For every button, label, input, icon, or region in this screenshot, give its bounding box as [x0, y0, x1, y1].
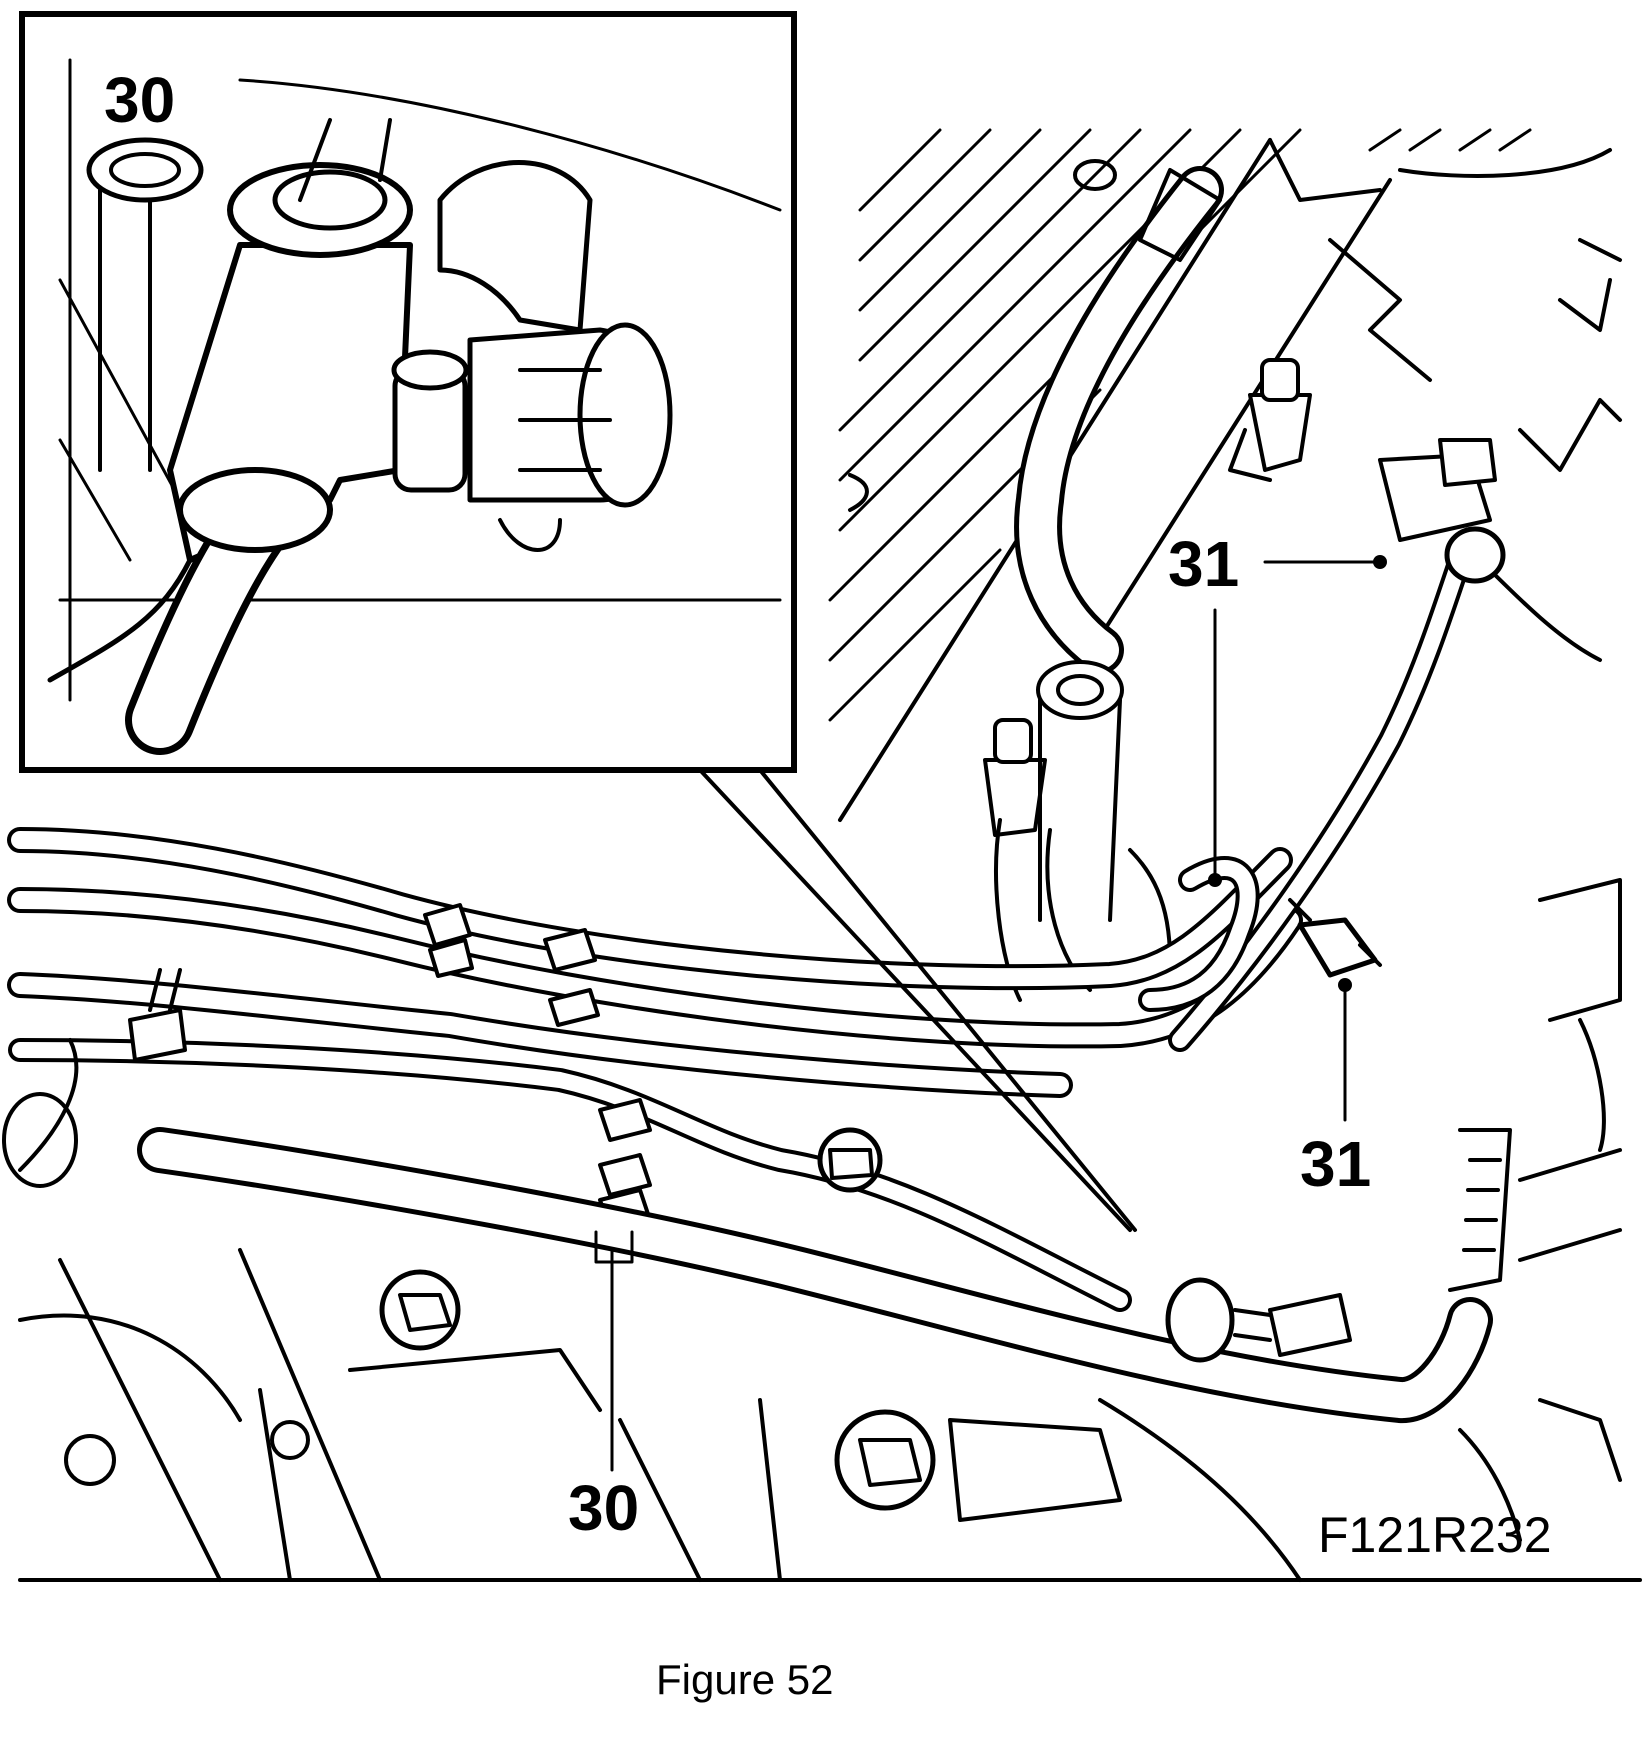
- callout-dot-31-upper: [1373, 555, 1387, 569]
- line-clip-2: [543, 928, 600, 1027]
- inset-quick-connector: [391, 322, 673, 552]
- callout-dot-31-left: [1208, 873, 1222, 887]
- lower-engine-casting: [2, 1038, 1642, 1582]
- engine-bolt-center: [834, 1409, 936, 1511]
- inset-elbow-pipe: [437, 160, 593, 333]
- hatched-cover-panel: [828, 128, 1532, 722]
- detail-inset: [19, 11, 797, 773]
- engine-bolt-left: [379, 1269, 461, 1351]
- callout-leaders: [610, 560, 1377, 1472]
- callout-31-upper: 31: [1168, 528, 1239, 600]
- drawing-code: F121R232: [1318, 1507, 1552, 1563]
- engine-bolt-upper: [817, 1127, 883, 1193]
- right-bracket-stack: [1448, 878, 1622, 1292]
- cover-bolt-upper: [1228, 358, 1312, 482]
- callout-30-inset: 30: [104, 64, 175, 136]
- sensor-housing: [1378, 238, 1622, 662]
- figure-caption: Figure 52: [656, 1656, 833, 1703]
- inset-leader: [698, 768, 1137, 1232]
- callout-31-lower: 31: [1300, 1128, 1371, 1200]
- line-clip-4: [128, 968, 187, 1062]
- engine-compartment-view: [2, 128, 1642, 1582]
- hose-stub-left: [1036, 660, 1124, 922]
- line-clip-1: [423, 903, 474, 978]
- coolant-hose-upper: [1014, 166, 1224, 674]
- callout-30-main: 30: [568, 1472, 639, 1544]
- connector-31-lower: [1288, 898, 1382, 978]
- callout-dot-31-lower: [1338, 978, 1352, 992]
- return-line-31: [1138, 526, 1506, 1052]
- engine-bolt-small: [64, 1420, 310, 1486]
- callout-bracket-30: [594, 1230, 634, 1264]
- cover-bolt-left: [983, 718, 1047, 837]
- fuel-rail-lower: [137, 1127, 1493, 1423]
- inset-pipe-left: [86, 137, 204, 472]
- inset-hose-bend: [47, 467, 333, 755]
